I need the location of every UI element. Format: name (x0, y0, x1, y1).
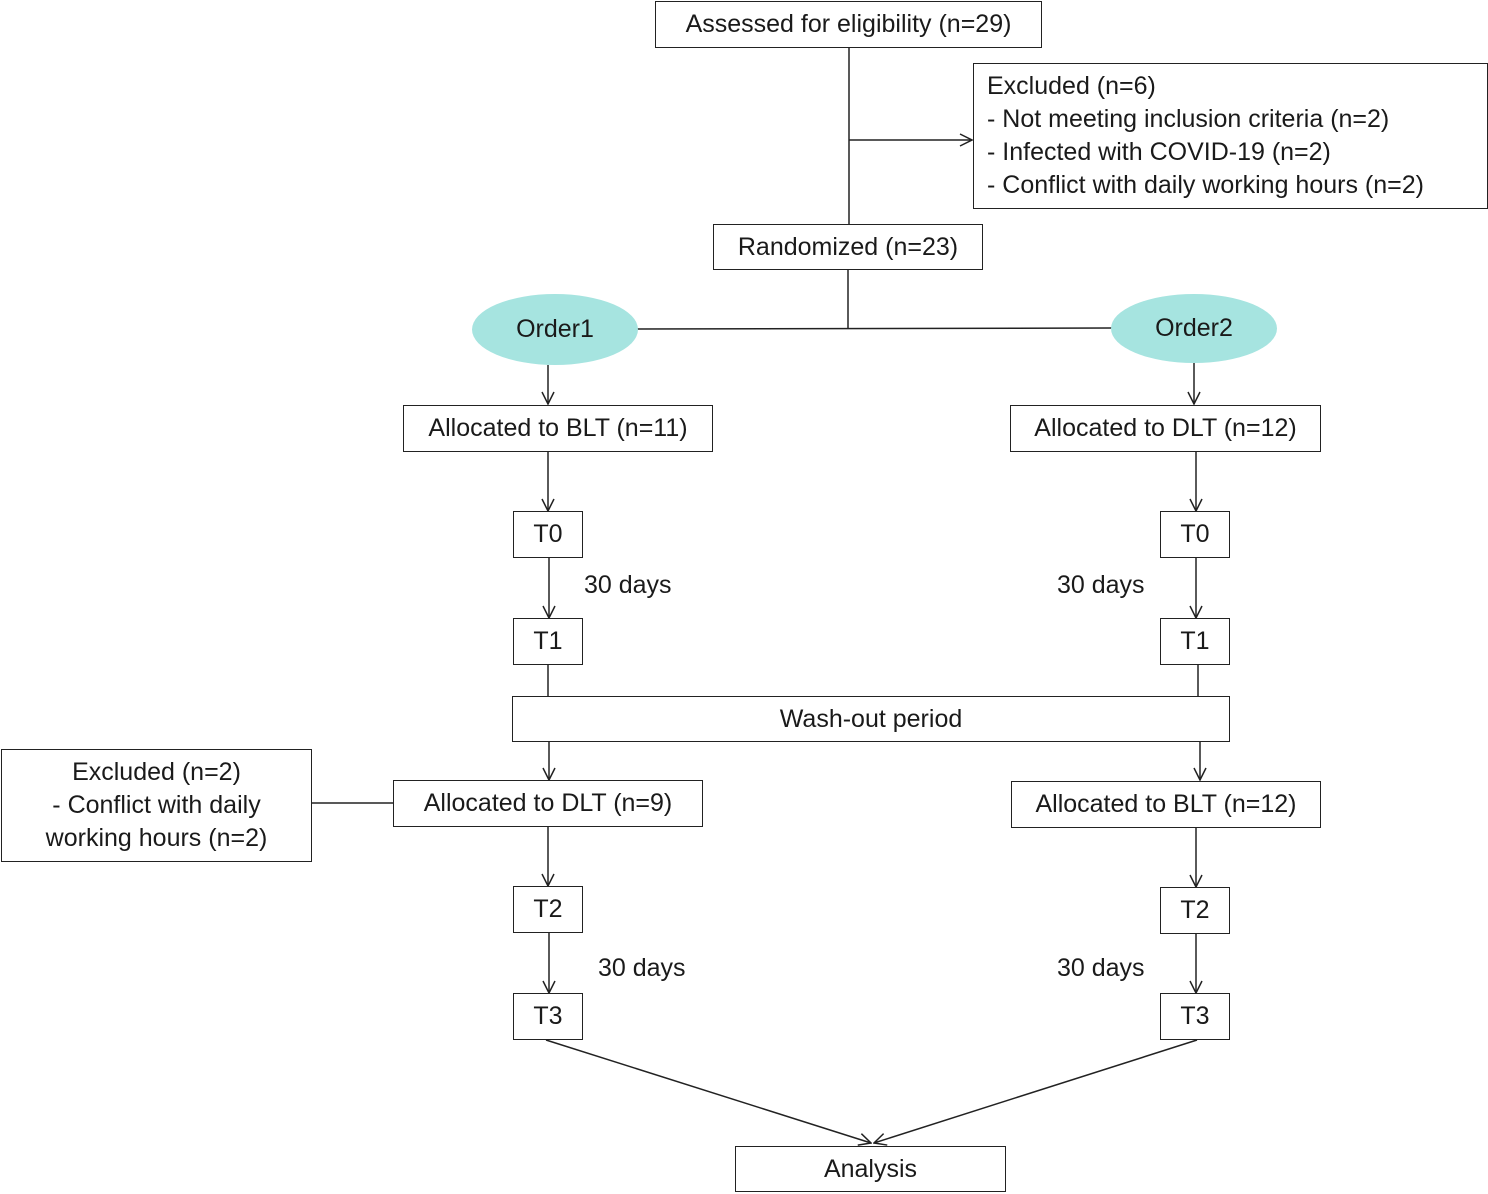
left-allocated-second-box: Allocated to DLT (n=9) (393, 780, 703, 827)
excluded-top-item: - Infected with COVID-19 (n=2) (987, 138, 1331, 166)
right-t2-box: T2 (1160, 887, 1230, 934)
left-t0-text: T0 (533, 520, 563, 549)
left-allocated-first-box: Allocated to BLT (n=11) (403, 405, 713, 452)
analysis-text: Analysis (823, 1154, 918, 1183)
washout-box: Wash-out period (512, 696, 1230, 742)
order2-text: Order2 (1155, 314, 1233, 342)
right-allocated-first-text: Allocated to DLT (n=12) (1034, 414, 1297, 443)
left-t1-text: T1 (533, 627, 563, 656)
left-t3-text: T3 (533, 1002, 563, 1031)
right-days1-label: 30 days (1057, 571, 1145, 599)
split-line (636, 327, 1113, 330)
right-allocated-second-box: Allocated to BLT (n=12) (1011, 781, 1321, 828)
left-t3-box: T3 (513, 993, 583, 1040)
assessed-box: Assessed for eligibility (n=29) (655, 1, 1042, 48)
excluded-top-item: - Not meeting inclusion criteria (n=2) (987, 105, 1390, 133)
right-t3-text: T3 (1180, 1002, 1210, 1031)
left-days1-label: 30 days (584, 571, 672, 599)
right-allocated-first-box: Allocated to DLT (n=12) (1010, 405, 1321, 452)
right-t1-box: T1 (1160, 618, 1230, 665)
excluded-left-box: Excluded (n=2) - Conflict with daily wor… (1, 749, 312, 862)
left-t2-box: T2 (513, 886, 583, 933)
right-t0-box: T0 (1160, 511, 1230, 558)
left-allocated-first-text: Allocated to BLT (n=11) (428, 414, 688, 443)
order1-text: Order1 (516, 315, 594, 343)
arrow-left-t3-analysis (545, 1039, 871, 1143)
order1-ellipse: Order1 (472, 294, 638, 365)
left-t2-text: T2 (533, 895, 563, 924)
excluded-left-line: Excluded (n=2) (72, 758, 241, 786)
excluded-left-line: working hours (n=2) (45, 824, 268, 852)
left-t1-box: T1 (513, 618, 583, 665)
excluded-left-line: - Conflict with daily (52, 791, 261, 819)
left-allocated-second-text: Allocated to DLT (n=9) (423, 789, 673, 818)
analysis-box: Analysis (735, 1146, 1006, 1192)
excluded-top-title: Excluded (n=6) (987, 72, 1156, 100)
arrow-right-t3-analysis (874, 1039, 1198, 1143)
left-t0-box: T0 (513, 511, 583, 558)
randomized-text: Randomized (n=23) (737, 232, 959, 261)
right-t0-text: T0 (1180, 520, 1210, 549)
assessed-text: Assessed for eligibility (n=29) (685, 10, 1012, 39)
washout-text: Wash-out period (779, 704, 963, 733)
excluded-top-item: - Conflict with daily working hours (n=2… (987, 171, 1424, 199)
order2-ellipse: Order2 (1111, 294, 1277, 363)
right-days2-label: 30 days (1057, 954, 1145, 982)
right-t3-box: T3 (1160, 993, 1230, 1040)
right-allocated-second-text: Allocated to BLT (n=12) (1035, 790, 1297, 819)
right-t2-text: T2 (1180, 896, 1210, 925)
excluded-top-box: Excluded (n=6) - Not meeting inclusion c… (973, 63, 1488, 209)
randomized-box: Randomized (n=23) (713, 224, 983, 270)
right-t1-text: T1 (1180, 627, 1210, 656)
left-days2-label: 30 days (598, 954, 686, 982)
